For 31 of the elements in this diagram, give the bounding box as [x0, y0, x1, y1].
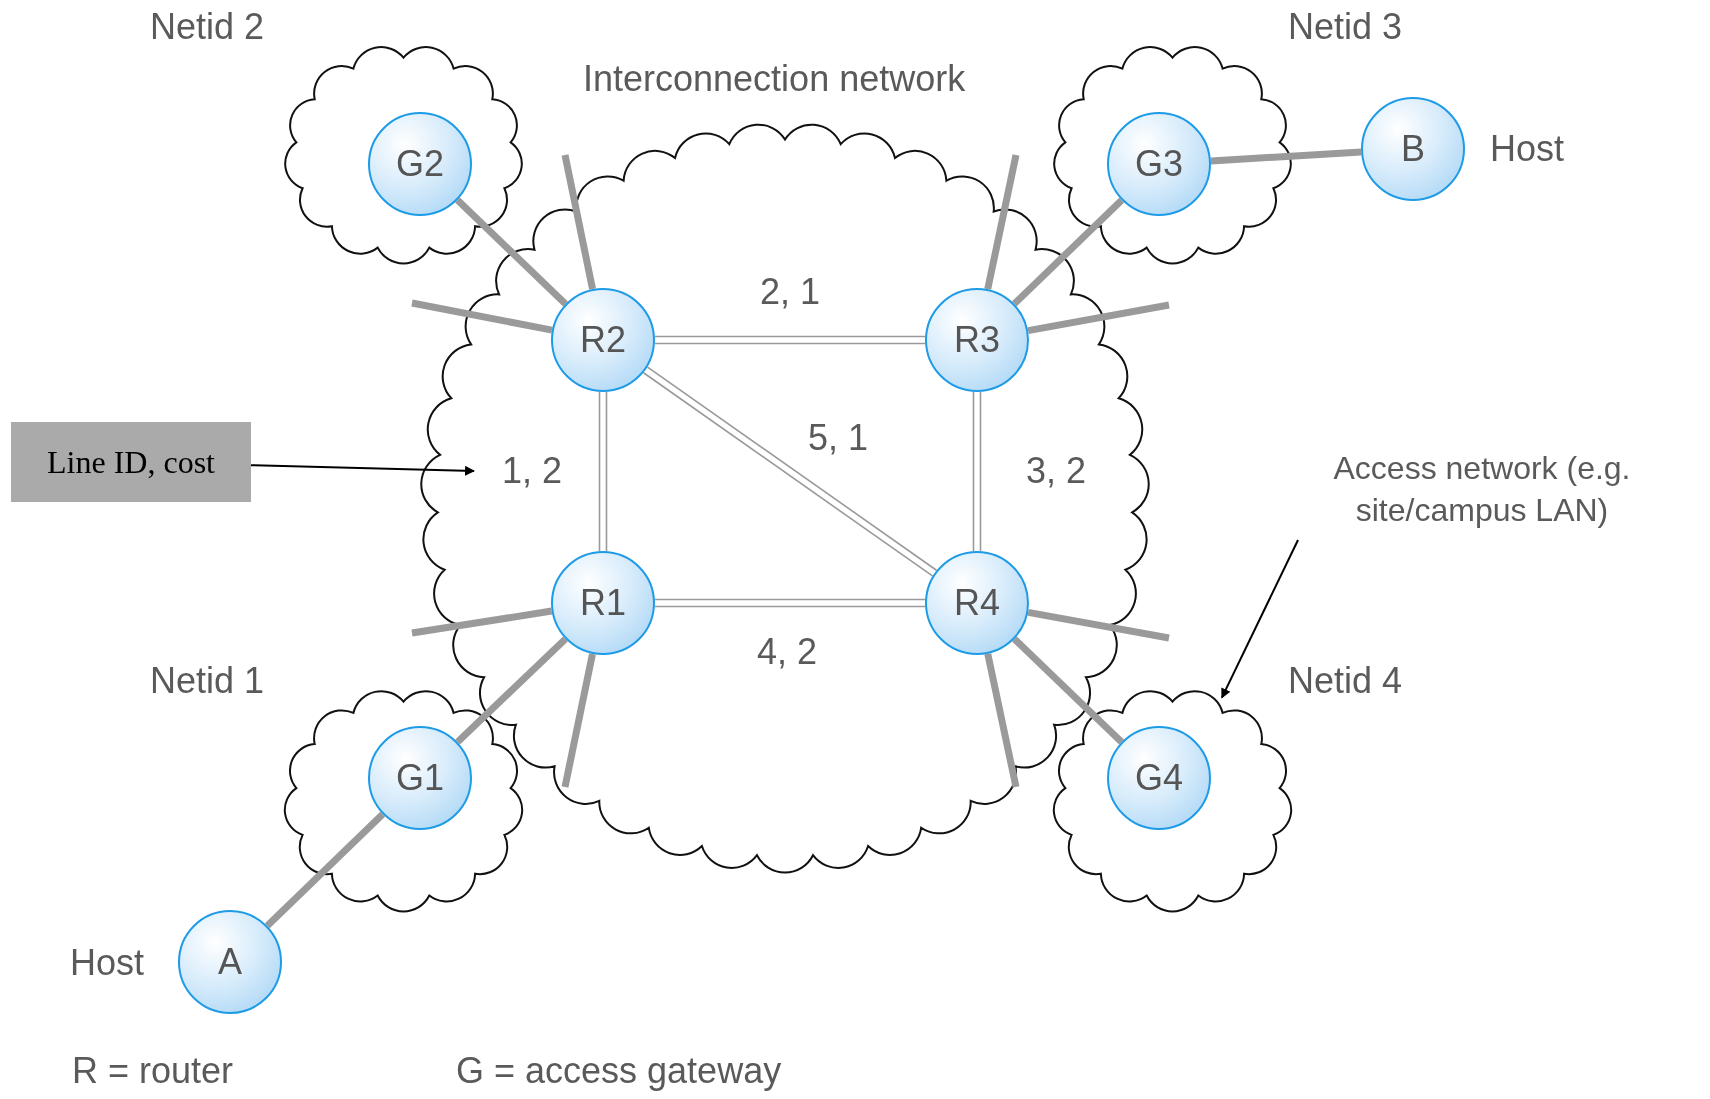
double-link-line [654, 598, 926, 608]
link-line [1210, 148, 1362, 165]
legend-text: R = router [72, 1050, 234, 1092]
double-link-line [972, 391, 982, 552]
circle-node: G4 [1107, 726, 1211, 830]
network-label: Interconnection network [583, 58, 966, 100]
circle-node: B [1361, 97, 1465, 201]
circle-node: G3 [1107, 112, 1211, 216]
double-link-line [642, 366, 938, 577]
network-label: Netid 3 [1288, 6, 1403, 48]
double-link-line [598, 391, 608, 552]
circle-node: R1 [551, 551, 655, 655]
link-line [455, 197, 568, 307]
arrow [1220, 539, 1299, 699]
annotation-text: Access network (e.g. site/campus LAN) [1262, 448, 1702, 532]
legend-text: G = access gateway [456, 1050, 782, 1092]
circle-node: G1 [368, 726, 472, 830]
arrow [250, 464, 475, 476]
host-label: Host [70, 942, 145, 984]
circle-node: R3 [925, 288, 1029, 392]
link-line [264, 811, 386, 929]
circle-node: R2 [551, 288, 655, 392]
network-label: Netid 1 [150, 660, 265, 702]
circle-node: G2 [368, 112, 472, 216]
circle-node: R4 [925, 551, 1029, 655]
network-label: Netid 4 [1288, 660, 1403, 702]
circle-node: A [178, 910, 282, 1014]
host-label: Host [1490, 128, 1565, 170]
label-box: Line ID, cost [11, 422, 251, 502]
double-link-line [654, 335, 926, 345]
network-label: Netid 2 [150, 6, 265, 48]
